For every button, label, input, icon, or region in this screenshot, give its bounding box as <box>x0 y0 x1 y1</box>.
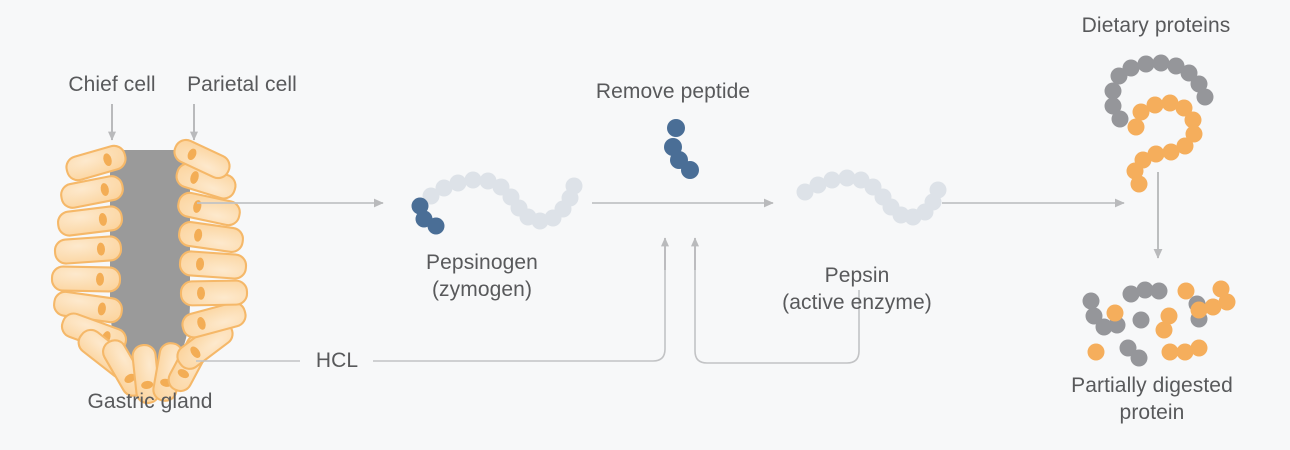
label-pepsinogen: Pepsinogen (zymogen) <box>426 250 538 304</box>
label-pepsin: Pepsin (active enzyme) <box>782 263 932 317</box>
label-chief-cell: Chief cell <box>68 73 156 96</box>
label-pepsin-line2: (active enzyme) <box>782 290 932 314</box>
label-partially-digested-protein: Partially digested protein <box>1071 373 1233 427</box>
label-partially-digested-line2: protein <box>1119 400 1185 424</box>
pepsinogen-molecule <box>411 171 583 235</box>
label-remove-peptide: Remove peptide <box>595 80 751 103</box>
label-pepsinogen-line2: (zymogen) <box>431 277 533 301</box>
gland-lumen <box>110 150 190 372</box>
label-parietal-cell: Parietal cell <box>187 73 297 96</box>
hcl-connector-to-arrows <box>373 243 666 362</box>
pepsin-feedback-connector <box>694 243 860 364</box>
pepsin-molecule <box>796 169 947 226</box>
partially-digested-protein-molecule <box>1082 280 1236 367</box>
removed-peptide-molecule <box>664 119 699 179</box>
gland-cells <box>50 138 249 405</box>
dietary-proteins-molecule <box>1104 54 1214 193</box>
label-pepsinogen-line1: Pepsinogen <box>426 251 538 274</box>
gastric-gland-figure <box>50 138 249 405</box>
label-dietary-proteins: Dietary proteins <box>1081 14 1231 37</box>
pepsinogen-peptide-beads <box>411 197 445 235</box>
label-partially-digested-line1: Partially digested <box>1071 374 1233 397</box>
label-pepsin-line1: Pepsin <box>824 264 890 287</box>
label-hcl: HCL <box>315 349 359 372</box>
label-gastric-gland: Gastric gland <box>87 390 213 413</box>
